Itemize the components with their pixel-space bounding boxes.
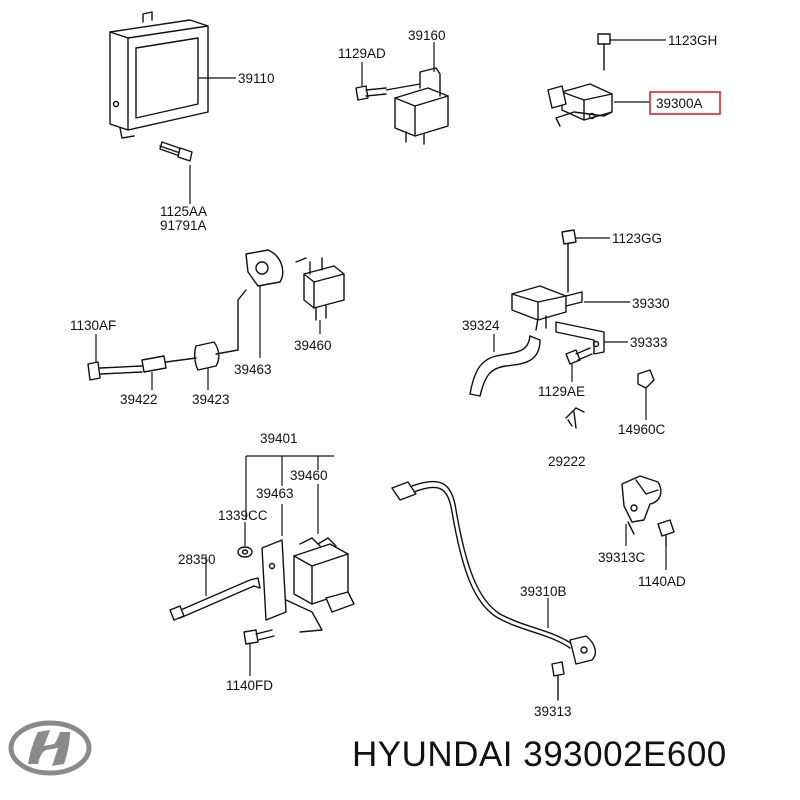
bracket-39463-lower (261, 539, 323, 633)
label-1123gh: 1123GH (668, 33, 717, 48)
footer-part-number: HYUNDAI 393002E600 (352, 735, 727, 774)
label-39422: 39422 (120, 392, 158, 407)
label-91791a: 91791A (160, 218, 207, 233)
fitting-39423 (165, 341, 239, 371)
bolt-1140fd (243, 629, 275, 645)
label-39333: 39333 (630, 335, 668, 350)
bolt-39313 (551, 661, 565, 701)
label-39110: 39110 (238, 71, 275, 86)
label-39401: 39401 (260, 431, 298, 446)
label-39463-upper: 39463 (234, 362, 272, 377)
label-1123gg: 1123GG (612, 231, 662, 246)
solenoid-39460-upper (295, 257, 345, 321)
label-39460-upper: 39460 (294, 338, 332, 353)
hyundai-logo (8, 720, 92, 776)
ecu-module (109, 11, 209, 139)
map-sensor-39300a (547, 83, 613, 127)
solenoid-39460-lower (293, 537, 355, 613)
label-39423: 39423 (192, 392, 230, 407)
filter-39422 (141, 355, 167, 373)
bracket-39333 (555, 321, 605, 355)
label-1140ad: 1140AD (638, 574, 686, 589)
label-39313: 39313 (534, 704, 572, 719)
hose-39324 (469, 335, 541, 397)
washer-1339cc (237, 546, 253, 558)
highlight-box (649, 91, 721, 115)
sensor-39313c (621, 475, 662, 535)
label-29222: 29222 (548, 454, 586, 469)
bracket-39463-upper (237, 249, 284, 351)
label-28350: 28350 (178, 552, 216, 567)
rod-28350 (169, 577, 261, 621)
bolt-1129ae (565, 347, 593, 365)
label-14960c: 14960C (618, 422, 666, 437)
label-1130af: 1130AF (70, 318, 116, 333)
label-1125aa: 1125AA (160, 204, 207, 219)
bolt-1125aa (159, 141, 193, 162)
label-1129ad: 1129AD (338, 46, 386, 61)
label-39463-lower: 39463 (256, 486, 294, 501)
label-1140fd: 1140FD (226, 678, 273, 693)
label-39300a: 39300A (656, 96, 703, 111)
bolt-1130af (87, 361, 143, 381)
clip-29222 (565, 407, 585, 429)
oxygen-sensor-39310b (391, 480, 597, 665)
bolt-1140ad (657, 519, 675, 547)
bolt-1123gg (561, 229, 577, 293)
label-39160: 39160 (408, 28, 446, 43)
clip-14960c (637, 369, 655, 389)
bolt-1129ad (355, 85, 387, 101)
label-39324: 39324 (462, 318, 500, 333)
label-39310b: 39310B (520, 584, 567, 599)
label-39313c: 39313C (598, 550, 646, 565)
bolt-1123gh (597, 33, 611, 71)
label-39330: 39330 (632, 296, 670, 311)
relay-39160 (394, 67, 449, 145)
label-39460-lower: 39460 (290, 468, 328, 483)
sensor-39330 (511, 285, 583, 331)
label-1339cc: 1339CC (218, 508, 268, 523)
label-1129ae: 1129AE (538, 384, 585, 399)
